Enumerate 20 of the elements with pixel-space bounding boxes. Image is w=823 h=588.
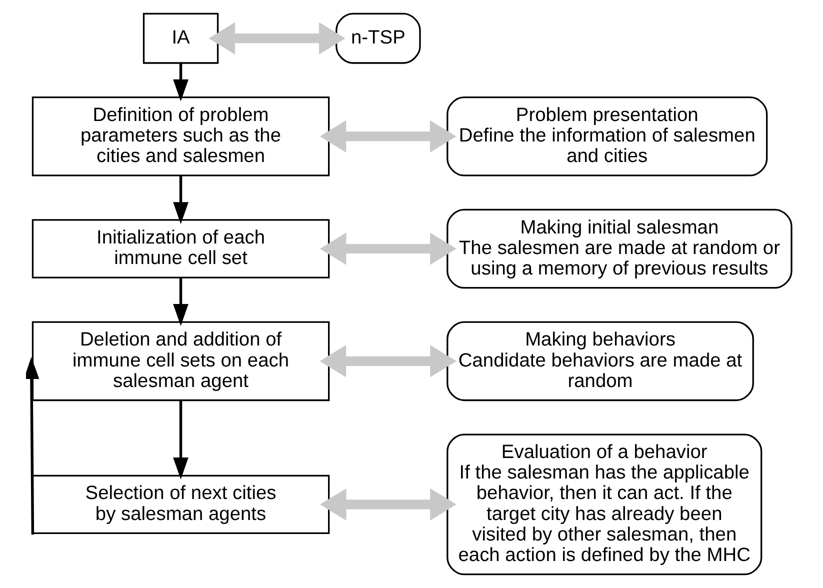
arrow — [173, 175, 188, 224]
arrow — [320, 345, 456, 378]
node-box: Selection of next cities by salesman agents — [32, 474, 330, 534]
node-box: Making initial salesman The salesmen are made at random or using a memory of previous results — [446, 208, 792, 289]
arrow — [173, 400, 188, 480]
node-box: Initialization of each immune cell set — [32, 219, 330, 278]
arrow — [173, 278, 188, 326]
node-box: Problem presentation Define the information of salesmen and cities — [446, 96, 768, 176]
arrow — [320, 488, 456, 521]
node-box: Definition of problem parameters such as the cities and salesmen — [32, 96, 330, 176]
node-box: Making behaviors Candidate behaviors are made at random — [446, 321, 754, 402]
arrow — [320, 120, 456, 152]
arrow — [173, 63, 188, 102]
node-box: Evaluation of a behavior If the salesman has the applicable behavior, then it can act. If the target city has already been visited by other salesman, then each action is defined by the MHC — [446, 434, 762, 576]
arrow — [208, 22, 346, 54]
node-box: n-TSP — [336, 12, 421, 64]
node-box: IA — [142, 12, 219, 64]
arrow — [26, 357, 40, 535]
node-box: Deletion and addition of immune cell sets on each salesman agent — [32, 321, 330, 402]
arrow — [320, 232, 456, 265]
